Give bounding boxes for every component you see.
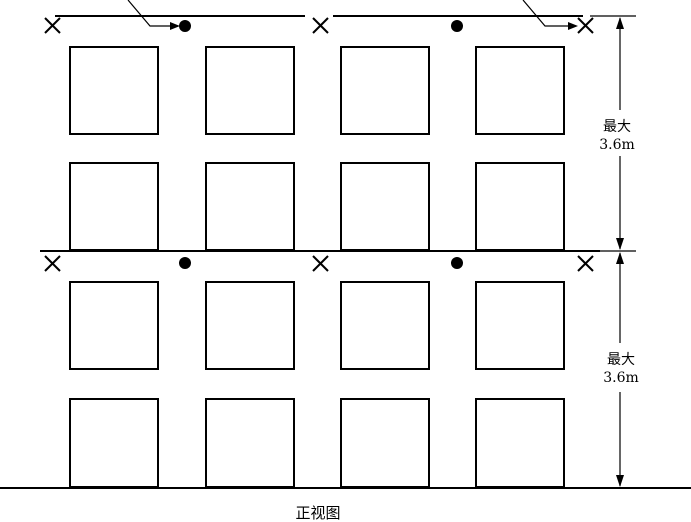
x-mark-icon: [577, 255, 594, 272]
storage-box: [205, 398, 295, 488]
storage-box: [340, 281, 430, 370]
storage-box: [340, 162, 430, 251]
lower-level-boxes: [69, 281, 565, 488]
storage-box: [340, 398, 430, 488]
upper-level-boxes: [69, 46, 565, 251]
dimension-label-top: 最大: [603, 119, 631, 135]
sprinkler-dot-icon: [179, 20, 191, 32]
diagram-caption: 正视图: [295, 504, 340, 522]
dimension-arrow-up-icon: [616, 252, 624, 264]
dimension-label-bottom: 3.6m: [603, 370, 639, 386]
upper-level-markers: [44, 17, 594, 34]
storage-box: [475, 46, 565, 135]
x-mark-icon: [312, 17, 329, 34]
x-mark-icon: [577, 17, 594, 34]
storage-box: [205, 281, 295, 370]
storage-box: [475, 162, 565, 251]
dimension-upper: 最大 3.6m: [590, 15, 636, 250]
dimension-label-top: 最大: [607, 352, 635, 368]
top-beam-group: [55, 0, 583, 30]
sprinkler-dot-icon: [179, 257, 191, 269]
storage-box: [69, 46, 159, 135]
x-mark-icon: [44, 17, 61, 34]
x-mark-icon: [312, 255, 329, 272]
storage-box: [69, 398, 159, 488]
leader-line-right: [522, 0, 576, 27]
storage-box: [205, 162, 295, 251]
dimension-lower: 最大 3.6m: [603, 252, 639, 487]
dimension-arrow-up-icon: [616, 17, 624, 29]
storage-box: [69, 162, 159, 251]
leader-arrow-left: [170, 22, 180, 30]
storage-box: [475, 398, 565, 488]
storage-box: [340, 46, 430, 135]
storage-box: [205, 46, 295, 135]
x-mark-icon: [44, 255, 61, 272]
leader-arrow-right: [568, 22, 578, 30]
leader-line-left: [127, 0, 178, 27]
dimension-label-bottom: 3.6m: [599, 137, 635, 153]
lower-level-markers: [44, 255, 594, 272]
dimension-arrow-down-icon: [616, 475, 624, 487]
sprinkler-dot-icon: [451, 257, 463, 269]
sprinkler-dot-icon: [451, 20, 463, 32]
storage-box: [475, 281, 565, 370]
storage-box: [69, 281, 159, 370]
dimension-arrow-down-icon: [616, 238, 624, 250]
